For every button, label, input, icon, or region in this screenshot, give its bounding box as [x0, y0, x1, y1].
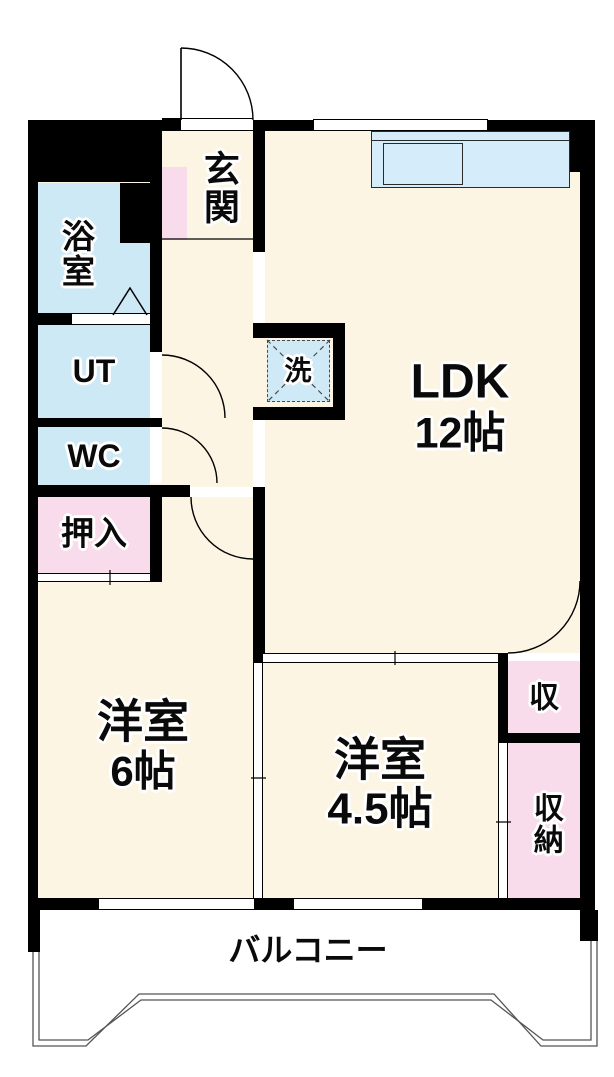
window-western45 [293, 898, 423, 910]
label-toilet: WC [67, 438, 121, 475]
wall-washer-alcove-bottom [253, 407, 345, 420]
label-western6-size: 6帖 [110, 748, 176, 795]
label-utility: UT [72, 353, 116, 390]
wall [498, 653, 508, 743]
label-ldk: LDK 12帖 [410, 355, 510, 459]
door-storage-upper [508, 653, 580, 661]
opening-hall-ldk-upper [253, 252, 265, 323]
wall-top [162, 118, 181, 131]
wall [120, 183, 150, 243]
room-toilet [38, 427, 150, 485]
wall-top [253, 120, 313, 131]
label-western45-size: 4.5帖 [327, 784, 433, 834]
room-utility [38, 325, 150, 418]
kitchen-sink [383, 143, 463, 185]
wall-stub-left [28, 910, 40, 952]
label-oshiire: 押入 [61, 514, 127, 552]
label-storage-upper: 収 [529, 681, 559, 715]
wall-left [28, 120, 38, 908]
sliding-door-storage-lower [498, 743, 508, 898]
opening-hall-ldk-lower [253, 420, 265, 487]
label-ldk-name: LDK [410, 355, 510, 409]
wall [253, 487, 265, 663]
label-western6-name: 洋室 [97, 695, 189, 748]
wall [38, 313, 72, 325]
wall [28, 120, 162, 182]
wall [38, 485, 190, 497]
wall-top [488, 120, 570, 131]
wall-washer-alcove-top [253, 323, 345, 338]
wall [498, 733, 580, 743]
window-kitchen [313, 119, 488, 131]
wall-stub-right [580, 910, 598, 941]
entrance-door-swing [180, 47, 254, 121]
door-bathroom-opening [72, 313, 150, 325]
door-toilet [150, 427, 162, 483]
sliding-partition-ldk-western45 [263, 653, 498, 663]
label-western45-name: 洋室 [333, 733, 426, 786]
label-ldk-size: 12帖 [414, 410, 506, 458]
entrance-doorway [181, 118, 253, 131]
window-western6 [98, 898, 255, 910]
door-utility [150, 352, 162, 418]
sliding-partition-western6-western45 [253, 663, 263, 898]
wall-right [580, 131, 595, 908]
genkan-cabinet [162, 167, 187, 240]
wall [150, 497, 162, 582]
label-washer: 洗 [284, 355, 312, 386]
label-storage-lower: 収納 [528, 792, 562, 856]
door-western6 [190, 487, 253, 497]
room-oshiire-closet [38, 497, 150, 573]
wall [38, 418, 162, 427]
sliding-door-oshiire [38, 573, 150, 582]
label-balcony: バルコニー [228, 932, 388, 969]
wall [150, 182, 162, 352]
room-storage-lower [508, 743, 580, 898]
label-western45: 洋室 4.5帖 [327, 735, 432, 832]
kitchen-counter-edge [372, 132, 569, 141]
room-storage-upper [508, 661, 580, 733]
wall [253, 131, 265, 252]
wall-washer-alcove-right [333, 338, 345, 407]
label-bathroom: 浴室 [57, 219, 95, 289]
label-genkan: 玄関 [198, 150, 240, 226]
label-western6: 洋室 6帖 [97, 698, 189, 795]
